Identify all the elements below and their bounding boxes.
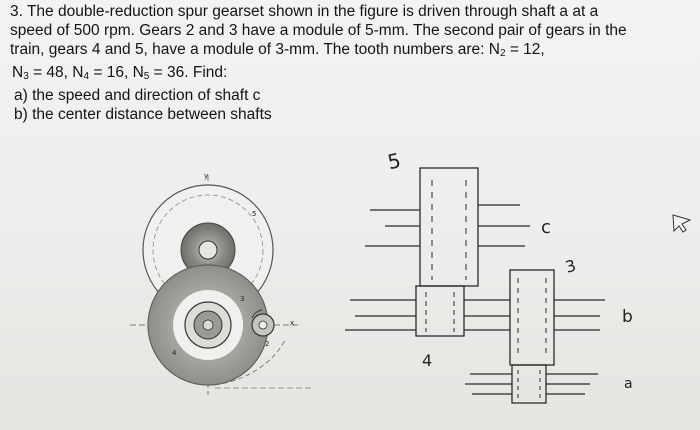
label-5: 5 bbox=[252, 210, 256, 218]
sketch-label-c: c bbox=[541, 217, 551, 238]
center-arc bbox=[214, 339, 286, 386]
sketch-gear-4 bbox=[415, 285, 465, 337]
rotation-arrow-icon bbox=[251, 309, 263, 319]
shaft-c bbox=[198, 240, 218, 260]
sketch-gear-3 bbox=[509, 269, 555, 366]
part-b: b) the center distance between shafts bbox=[14, 106, 272, 123]
sketch-gear-2 bbox=[511, 364, 547, 404]
sketch-label-b: b bbox=[622, 307, 633, 327]
sketch-label-3: 3 bbox=[563, 256, 578, 277]
gear-train-drawing: y 5 3 4 2 x bbox=[130, 172, 312, 395]
n3-subscript: 3 bbox=[23, 71, 29, 82]
line3-text: train, gears 4 and 5, have a module of 3… bbox=[10, 41, 500, 58]
gear-5-pitch-circle bbox=[152, 194, 264, 306]
problem-line-4: N3 = 48, N4 = 16, N5 = 36. Find: bbox=[10, 63, 696, 86]
problem-line-2: speed of 500 rpm. Gears 2 and 3 have a m… bbox=[10, 22, 627, 39]
gear-3-web bbox=[148, 265, 268, 385]
n3-value: = 48, bbox=[28, 64, 73, 81]
n5-value: = 36. Find: bbox=[149, 64, 228, 81]
part-a: a) the speed and direction of shaft c bbox=[14, 87, 261, 104]
label-y: y bbox=[204, 172, 208, 180]
cursor-icon bbox=[672, 214, 692, 233]
problem-line-1: 3. The double-reduction spur gearset sho… bbox=[10, 3, 599, 20]
shaft-b bbox=[202, 319, 214, 331]
n3-symbol: N bbox=[12, 64, 24, 81]
line3-end: = 12, bbox=[505, 41, 545, 58]
label-4: 4 bbox=[172, 349, 177, 357]
sketch-gear-5 bbox=[419, 167, 479, 287]
shaft-a bbox=[258, 320, 268, 330]
problem-line-3: train, gears 4 and 5, have a module of 3… bbox=[10, 40, 696, 63]
sketch-label-4: 4 bbox=[422, 351, 432, 370]
n4-value: = 16, bbox=[89, 64, 133, 81]
label-x: x bbox=[290, 319, 294, 327]
n5-symbol: N bbox=[132, 64, 144, 81]
problem-statement: 3. The double-reduction spur gearset sho… bbox=[10, 2, 696, 124]
label-2: 2 bbox=[265, 340, 269, 348]
sketch-label-5: 5 bbox=[385, 148, 402, 174]
hand-sketch bbox=[345, 167, 605, 404]
n2-subscript: 2 bbox=[499, 48, 506, 59]
sketch-label-a: a bbox=[624, 376, 633, 392]
n4-subscript: 4 bbox=[83, 71, 90, 82]
n5-subscript: 5 bbox=[143, 71, 150, 82]
n4-symbol: N bbox=[72, 64, 84, 81]
label-3: 3 bbox=[240, 295, 244, 303]
